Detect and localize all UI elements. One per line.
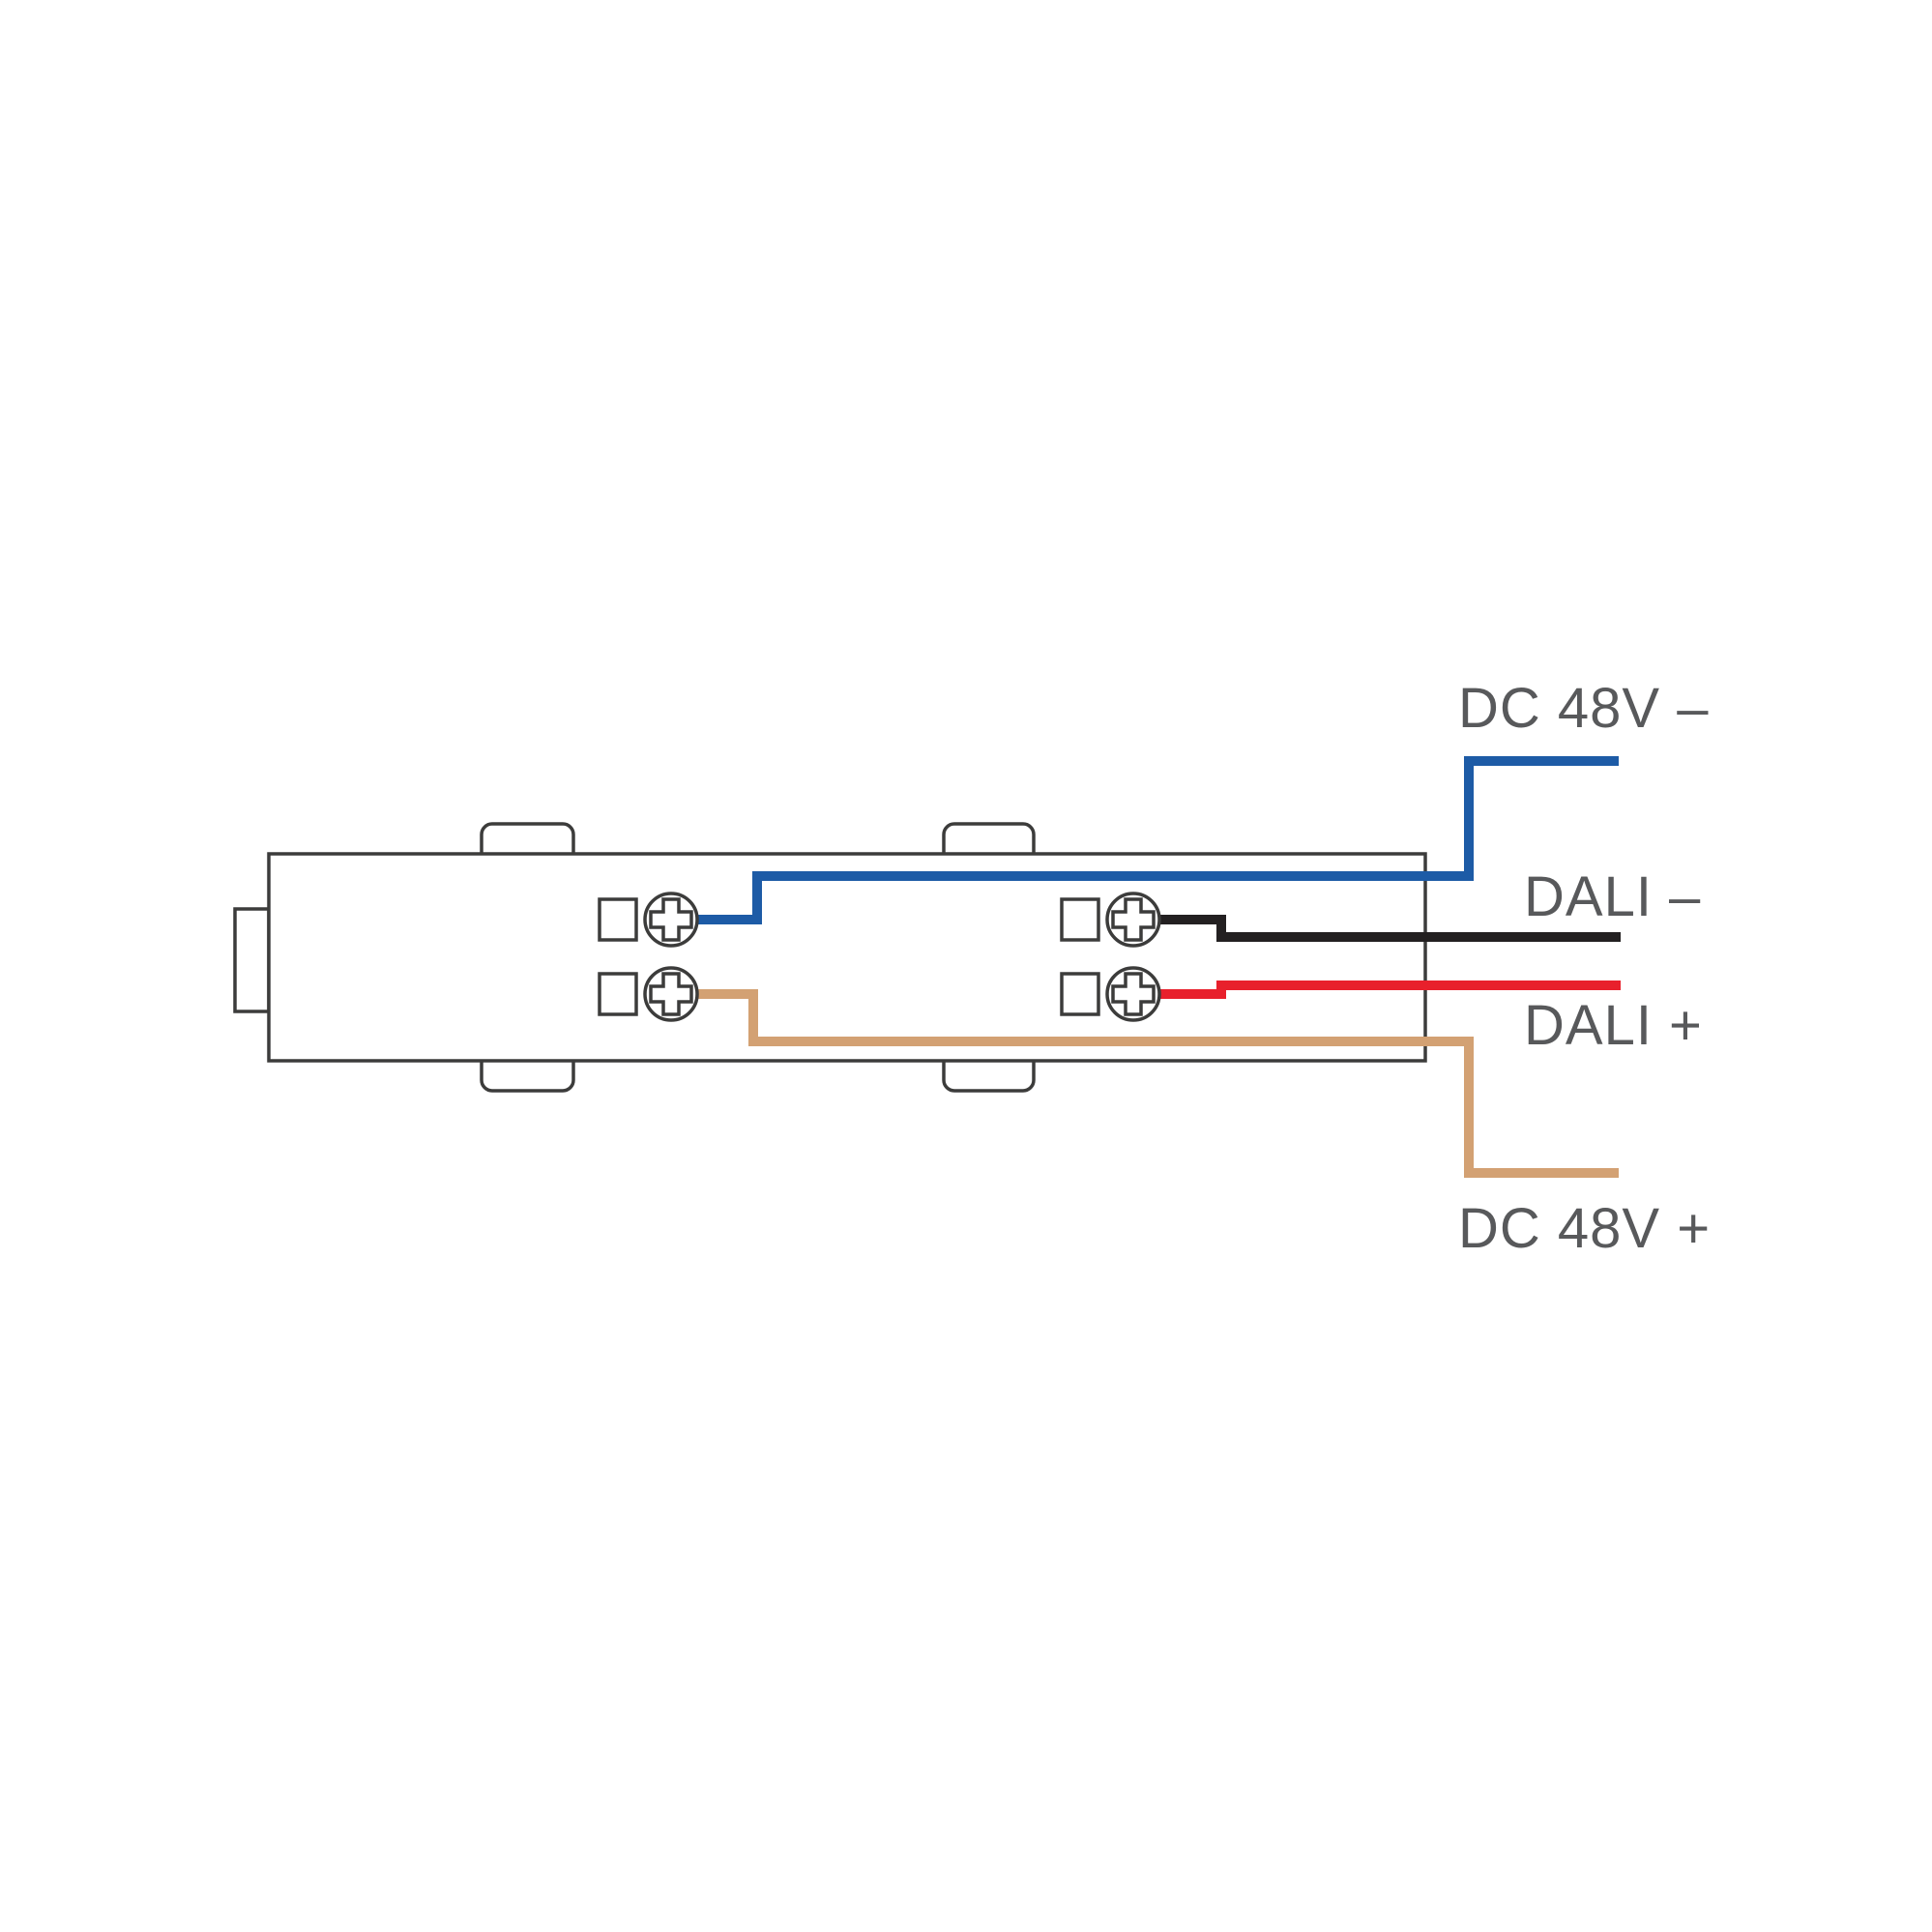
terminal-port-right-top <box>1060 897 1100 942</box>
terminal-port-left-bottom <box>598 972 638 1016</box>
wire-dc48v-minus <box>688 756 1619 924</box>
screw-cross-icon <box>649 972 693 1016</box>
terminals-group <box>598 892 1161 1022</box>
label-dc48v-minus: DC 48V – <box>1458 677 1709 740</box>
wire-dali-minus <box>1153 915 1621 942</box>
wires-group <box>688 756 1621 1178</box>
terminal-port-right-bottom <box>1060 972 1100 1016</box>
label-dali-plus: DALI + <box>1524 994 1703 1057</box>
wire-dc48v-plus <box>688 989 1619 1178</box>
label-dali-minus: DALI – <box>1524 865 1701 928</box>
connector-body <box>267 852 1427 1063</box>
terminal-port-left-top <box>598 897 638 942</box>
screw-cross-icon <box>649 897 693 942</box>
label-dc48v-plus: DC 48V + <box>1458 1197 1711 1260</box>
labels-group: DC 48V – DALI – DALI + DC 48V + <box>1458 677 1711 1260</box>
wire-dali-plus <box>1153 981 1621 999</box>
connector-body-group <box>233 822 1427 1093</box>
screw-cross-icon <box>1111 972 1156 1016</box>
end-plug <box>233 907 271 1013</box>
screw-cross-icon <box>1111 897 1156 942</box>
